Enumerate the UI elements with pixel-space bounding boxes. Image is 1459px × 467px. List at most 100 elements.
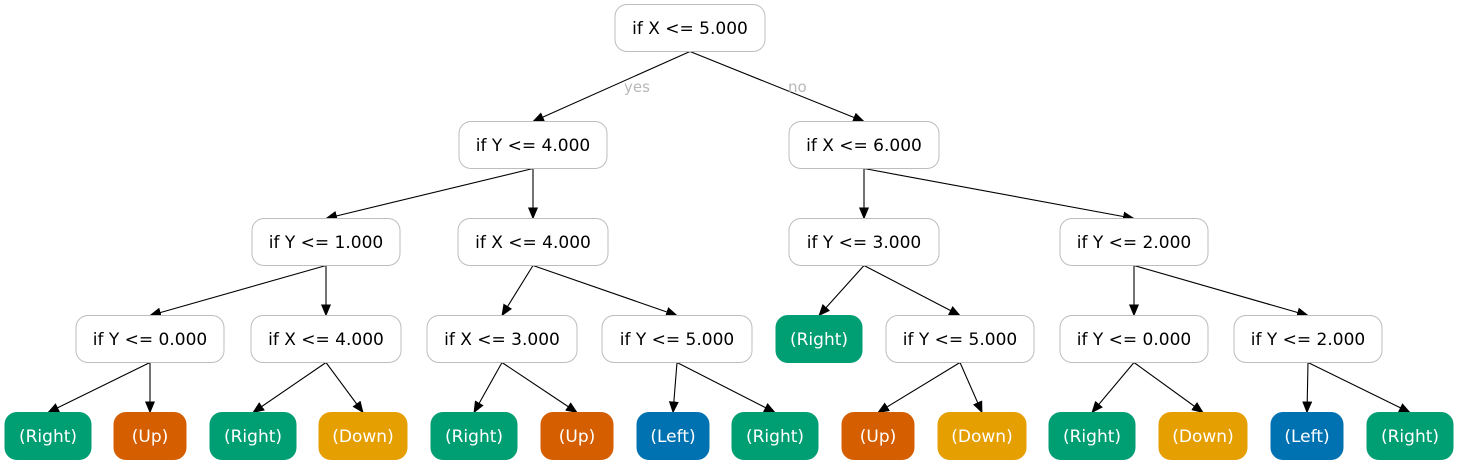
split-node: if Y <= 5.000 [885,315,1035,363]
leaf-node: (Right) [731,412,819,460]
leaf-node: (Down) [1158,412,1248,460]
nodes-layer: if X <= 5.000 if Y <= 4.000 if X <= 6.000 i… [4,4,1454,460]
leaf-node: (Left) [1270,412,1344,460]
split-box [457,218,609,266]
split-label: if Y <= 0.000 [93,330,207,350]
leaf-label: (Down) [1172,427,1233,447]
split-box [426,315,578,363]
split-box [458,121,608,169]
split-box [250,315,402,363]
split-label: if Y <= 5.000 [620,330,734,350]
edges-layer [47,50,1411,414]
edge-n4-n9 [501,265,534,317]
leaf-node: (Right) [775,315,863,363]
edge-n5-n11 [818,265,865,317]
edge-n14-l13 [1302,362,1313,414]
leaf-node: (Right) [1366,412,1454,460]
edge-n10-l8 [676,362,776,413]
leaf-node: (Up) [841,412,915,460]
split-node: if X <= 6.000 [788,121,940,169]
leaf-node: (Right) [430,412,518,460]
edge-n14-l14 [1307,362,1411,413]
leaf-label: (Right) [790,330,848,350]
edge-n1-n3 [325,167,534,221]
leaf-box [1158,412,1248,460]
split-label: if Y <= 2.000 [1251,330,1365,350]
leaf-label: (Left) [1284,427,1329,447]
leaf-box [430,412,518,460]
leaf-box [937,412,1027,460]
edge-n0-n1 [532,50,691,123]
leaf-box [775,315,863,363]
split-label: if Y <= 1.000 [269,233,383,253]
split-box [601,315,753,363]
edge-n7-l1 [47,362,151,413]
split-node: if Y <= 3.000 [788,218,940,266]
leaf-node: (Down) [318,412,408,460]
split-label: if Y <= 0.000 [1077,330,1191,350]
leaf-box [113,412,187,460]
leaf-label: (Right) [445,427,503,447]
edge-label-no: no [788,78,807,96]
edge-n9-l5 [473,362,503,414]
split-box [1233,315,1383,363]
edge-labels-layer: yes no [624,78,807,96]
edge-n13-l12 [1133,362,1204,414]
leaf-box [1048,412,1136,460]
split-node: if Y <= 0.000 [1059,315,1209,363]
edge-n2-n6 [863,167,1135,222]
leaf-box [540,412,614,460]
leaf-label: (Right) [224,427,282,447]
leaf-label: (Right) [746,427,804,447]
edge-n12-l9 [877,362,961,414]
leaf-node: (Right) [1048,412,1136,460]
split-box [75,315,225,363]
leaf-label: (Up) [559,427,596,447]
edge-n10-l7 [668,362,679,414]
split-label: if Y <= 4.000 [476,136,590,156]
split-label: if X <= 5.000 [632,19,748,39]
leaf-label: (Right) [1063,427,1121,447]
leaf-box [731,412,819,460]
split-node: if Y <= 2.000 [1233,315,1383,363]
split-node: if X <= 5.000 [614,4,766,52]
leaf-box [841,412,915,460]
leaf-label: (Left) [650,427,695,447]
leaf-box [4,412,92,460]
edge-label-yes: yes [624,78,650,96]
edge-n8-l3 [252,362,327,414]
leaf-node: (Right) [209,412,297,460]
leaf-node: (Right) [4,412,92,460]
split-box [614,4,766,52]
leaf-box [318,412,408,460]
split-node: if X <= 4.000 [457,218,609,266]
split-node: if Y <= 0.000 [75,315,225,363]
edge-n8-l4 [325,362,364,414]
leaf-label: (Down) [951,427,1012,447]
split-box [788,218,940,266]
leaf-box [1366,412,1454,460]
split-box [788,121,940,169]
split-box [885,315,1035,363]
edge-n4-n10 [532,264,678,317]
leaf-label: (Down) [332,427,393,447]
split-node: if Y <= 5.000 [601,315,753,363]
leaf-node: (Down) [937,412,1027,460]
leaf-label: (Up) [132,427,169,447]
split-node: if Y <= 1.000 [251,218,401,266]
split-box [1059,315,1209,363]
leaf-label: (Right) [19,427,77,447]
leaf-node: (Left) [636,412,710,460]
split-label: if X <= 3.000 [444,330,560,350]
leaf-box [1270,412,1344,460]
split-box [251,218,401,266]
split-box [1059,218,1209,266]
leaf-box [209,412,297,460]
split-label: if X <= 6.000 [806,136,922,156]
split-node: if X <= 4.000 [250,315,402,363]
split-node: if Y <= 4.000 [458,121,608,169]
edge-n5-n12 [863,265,961,316]
split-label: if Y <= 2.000 [1077,233,1191,253]
split-label: if X <= 4.000 [475,233,591,253]
